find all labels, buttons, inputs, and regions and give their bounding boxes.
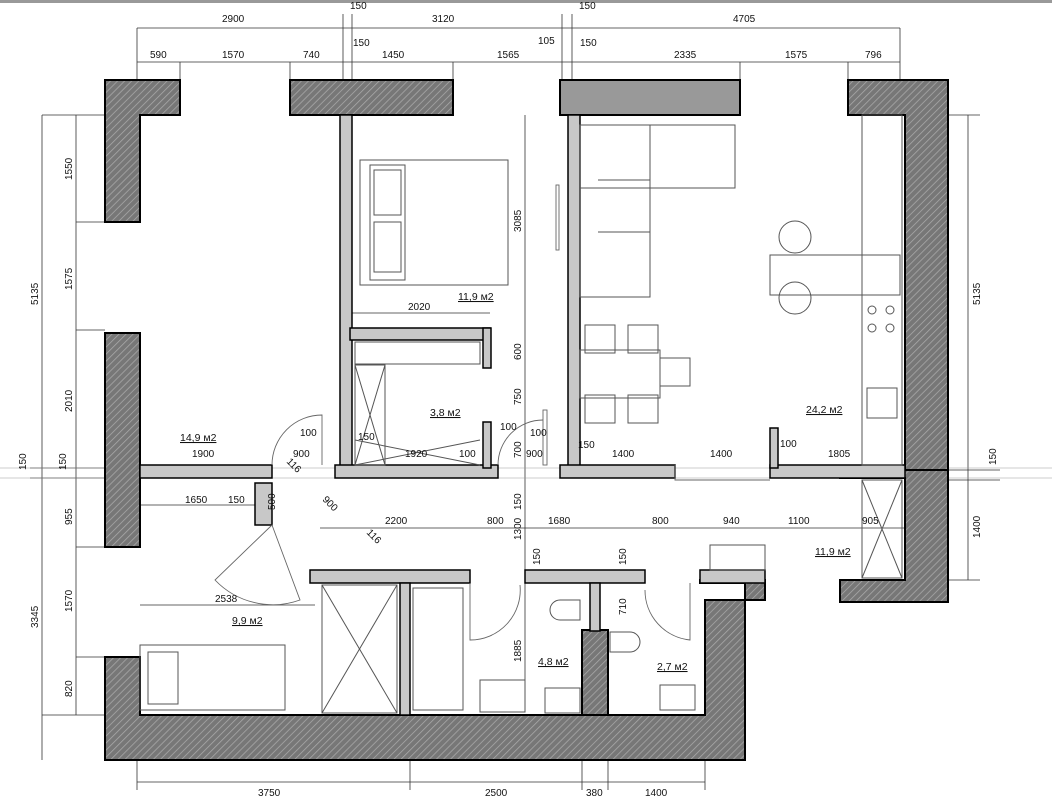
- dim: 150: [618, 548, 629, 565]
- room-area-room: 14,9 м2: [180, 432, 217, 444]
- room-area-bedroom-2: 9,9 м2: [232, 615, 263, 627]
- dim: 820: [64, 680, 75, 697]
- dim: 150: [580, 38, 597, 49]
- dim: 1570: [64, 589, 75, 612]
- dim: 955: [64, 508, 75, 525]
- dim: 5135: [972, 282, 983, 305]
- dim: 740: [303, 50, 320, 61]
- dim: 700: [513, 441, 524, 458]
- room-areas: 11,9 м2 3,8 м2 14,9 м2 24,2 м2 11,9 м2 9…: [180, 291, 851, 673]
- dim: 3120: [432, 14, 455, 25]
- right-dimensions: 5135 150 1400: [972, 282, 999, 538]
- dim: 105: [538, 36, 555, 47]
- dim: 150: [579, 1, 596, 12]
- room-area-living-kitchen: 24,2 м2: [806, 404, 843, 416]
- dim: 1900: [192, 449, 215, 460]
- dim: 800: [487, 516, 504, 527]
- dim: 100: [780, 439, 797, 450]
- room-area-bedroom: 11,9 м2: [458, 291, 494, 303]
- dim: 1680: [548, 516, 571, 527]
- dim: 380: [586, 788, 603, 799]
- dim: 150: [578, 440, 595, 451]
- dim: 150: [58, 453, 69, 470]
- room-area-closet: 3,8 м2: [430, 407, 461, 419]
- dim: 1400: [710, 449, 733, 460]
- dim: 800: [652, 516, 669, 527]
- dim: 150: [18, 453, 29, 470]
- room-area-hall: 11,9 м2: [815, 546, 851, 558]
- dim: 100: [459, 449, 476, 460]
- dim: 1550: [64, 157, 75, 180]
- dim: 1805: [828, 449, 851, 460]
- dim: 150: [532, 548, 543, 565]
- dim: 2335: [674, 50, 697, 61]
- dim: 1920: [405, 449, 428, 460]
- room-area-wc: 2,7 м2: [657, 661, 688, 673]
- dim: 2020: [408, 302, 431, 313]
- dim: 100: [500, 422, 517, 433]
- dim: 100: [300, 428, 317, 439]
- dim: 1575: [64, 267, 75, 290]
- dim: 3085: [513, 209, 524, 232]
- dim: 3750: [258, 788, 281, 799]
- dim: 150: [358, 432, 375, 443]
- dim: 600: [513, 343, 524, 360]
- dim: 2900: [222, 14, 245, 25]
- dim: 1450: [382, 50, 405, 61]
- dim: 150: [988, 448, 999, 465]
- dim: 900: [320, 494, 340, 514]
- dim: 1575: [785, 50, 808, 61]
- bottom-dimensions: 3750 2500 380 1400: [258, 788, 668, 799]
- dim: 1100: [788, 516, 810, 527]
- dim: 150: [228, 495, 245, 506]
- dim: 150: [513, 493, 524, 510]
- dim: 100: [530, 428, 547, 439]
- dim: 710: [618, 598, 629, 615]
- dim: 590: [150, 50, 167, 61]
- dim: 2010: [64, 389, 75, 412]
- dimension-lines: [0, 14, 1052, 790]
- dim: 500: [267, 493, 278, 510]
- dim: 5135: [30, 282, 41, 305]
- dim: 2538: [215, 594, 238, 605]
- left-dimensions: 5135 1550 1575 2010 150 150 955 3345 157…: [18, 157, 75, 697]
- dim: 2200: [385, 516, 408, 527]
- dim: 1400: [645, 788, 668, 799]
- dim: 1650: [185, 495, 208, 506]
- dim: 1400: [612, 449, 635, 460]
- top-dimensions: 2900 150 3120 150 4705 590 1570 740 150 …: [150, 1, 882, 61]
- walls: [104, 79, 949, 761]
- dim: 4705: [733, 14, 756, 25]
- dim: 116: [364, 527, 383, 546]
- dim: 905: [862, 516, 879, 527]
- doors: [214, 184, 770, 641]
- dim: 1570: [222, 50, 245, 61]
- dim: 750: [513, 388, 524, 405]
- dim: 796: [865, 50, 882, 61]
- dim: 1885: [513, 639, 524, 662]
- dim: 150: [350, 1, 367, 12]
- dim: 3345: [30, 605, 41, 628]
- dim: 150: [353, 38, 370, 49]
- dim: 1400: [972, 515, 983, 538]
- dim: 900: [526, 449, 543, 460]
- dim: 900: [293, 449, 310, 460]
- dim: 1565: [497, 50, 520, 61]
- furniture: [139, 114, 903, 714]
- room-area-bathroom: 4,8 м2: [538, 656, 569, 668]
- dim: 1300: [513, 517, 524, 540]
- interior-dimensions: 3085 2020 600 750 100 900 150 1920 100 1…: [185, 209, 879, 662]
- dim: 940: [723, 516, 740, 527]
- dim: 2500: [485, 788, 508, 799]
